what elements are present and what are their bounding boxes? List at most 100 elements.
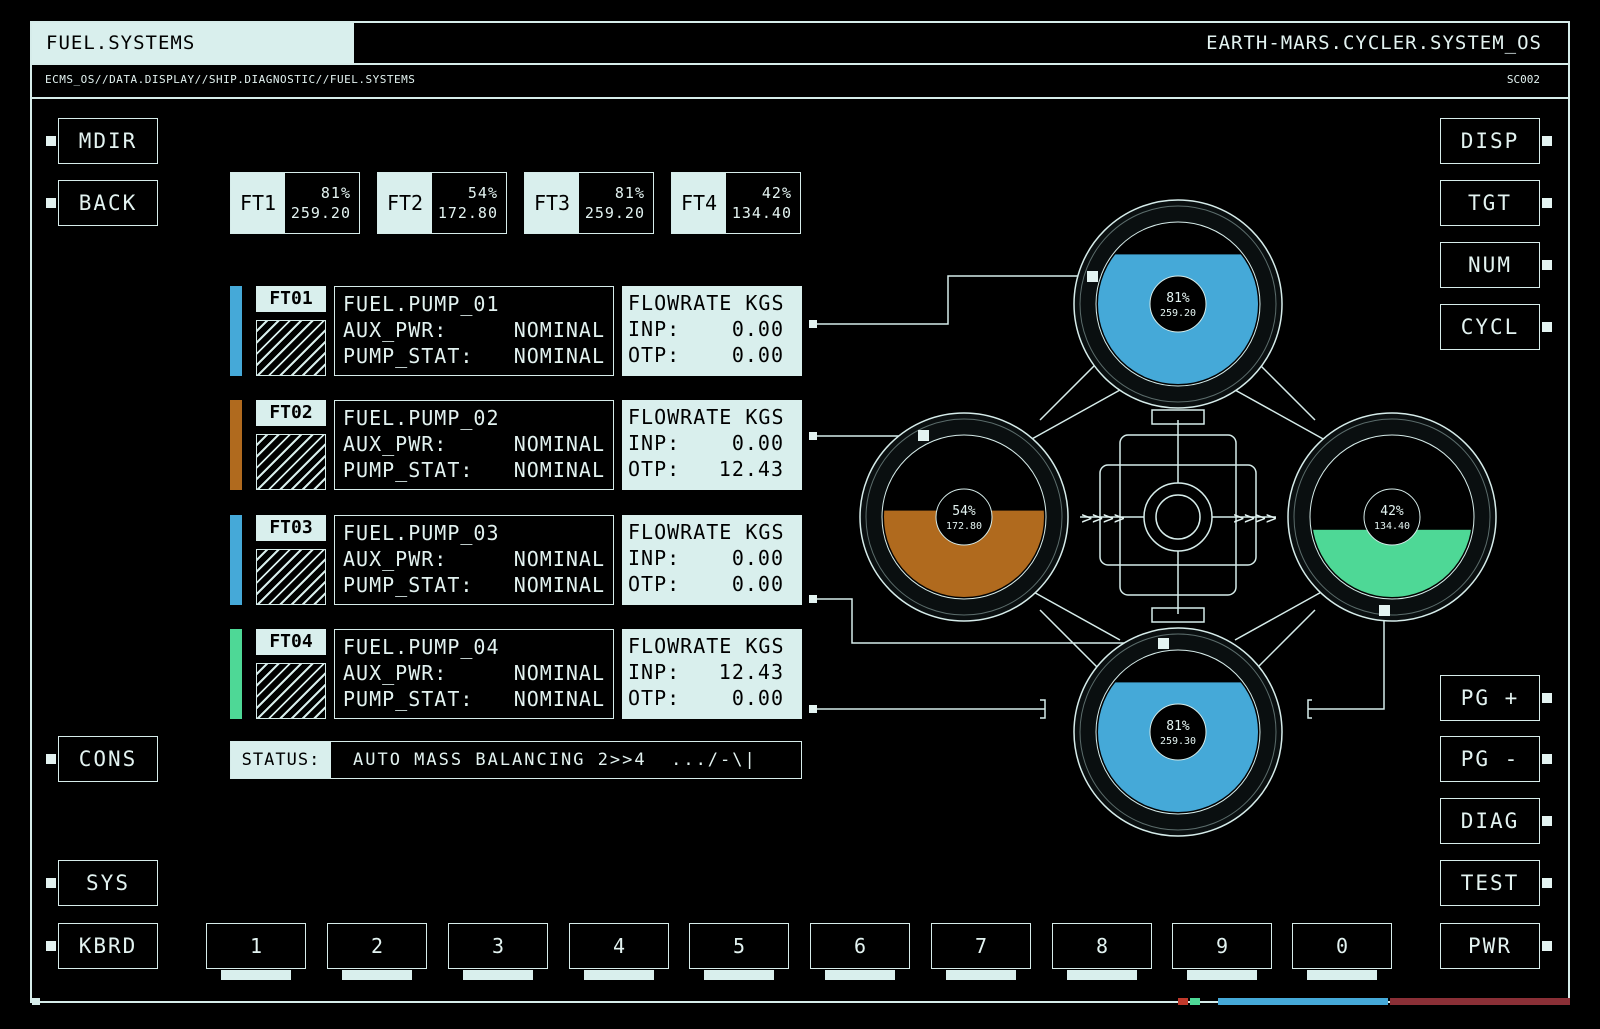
tank-percent-label: 81% — [1166, 719, 1190, 734]
flowrate-panel: FLOWRATE KGS INP:0.00 OTP:12.43 — [622, 400, 802, 490]
tank-gauge-bottom[interactable]: 81% 259.30 — [1073, 627, 1283, 837]
disp-button-label: DISP — [1460, 129, 1520, 153]
number-key-8[interactable]: 8 — [1052, 923, 1152, 980]
number-key-7[interactable]: 7 — [931, 923, 1031, 980]
tank-core — [1149, 275, 1207, 333]
button-indicator — [46, 941, 56, 951]
pump-stat-value: NOMINAL — [513, 687, 605, 711]
window-title-tab[interactable]: FUEL.SYSTEMS — [32, 23, 354, 63]
cons-button[interactable]: CONS — [46, 736, 158, 782]
pump-info-panel: FUEL.PUMP_03 AUX_PWR:NOMINAL PUMP_STAT:N… — [334, 515, 614, 605]
input-value: 0.00 — [731, 431, 784, 455]
number-key-6[interactable]: 6 — [810, 923, 910, 980]
output-value: 0.00 — [731, 343, 784, 367]
aux-pwr-label: AUX_PWR: — [343, 318, 448, 342]
number-key-9[interactable]: 9 — [1172, 923, 1272, 980]
key-tab — [825, 970, 895, 980]
strip-red — [1178, 998, 1188, 1005]
mdir-button[interactable]: MDIR — [46, 118, 158, 164]
tank-core — [935, 488, 993, 546]
aux-pwr-label: AUX_PWR: — [343, 432, 448, 456]
input-value: 0.00 — [731, 317, 784, 341]
key-label: 7 — [974, 934, 988, 958]
tank-gauge-top[interactable]: 81%259.20 — [1073, 199, 1283, 409]
button-indicator — [1542, 260, 1552, 270]
tank-gauge-left[interactable]: 54%172.80 — [859, 412, 1069, 622]
cycl-button[interactable]: CYCL — [1440, 304, 1552, 350]
number-key-2[interactable]: 2 — [327, 923, 427, 980]
number-key-3[interactable]: 3 — [448, 923, 548, 980]
pump-row-04[interactable]: FT04 FUEL.PUMP_04 AUX_PWR: NOMINAL PUMP_S… — [230, 629, 802, 719]
pump-row-01[interactable]: FT01 FUEL.PUMP_01 AUX_PWR:NOMINAL PUMP_S… — [230, 286, 802, 376]
button-indicator — [46, 878, 56, 888]
tank-mass: 259.20 — [584, 204, 645, 222]
pwr-button[interactable]: PWR — [1440, 923, 1552, 969]
tgt-button-label: TGT — [1468, 191, 1512, 215]
input-label: INP: — [628, 431, 681, 455]
status-label: STATUS: — [231, 742, 331, 778]
path-bar — [30, 65, 1570, 99]
page-up-button-label: PG + — [1460, 686, 1520, 710]
tank-gauge-right[interactable]: 42% 134.40 — [1287, 412, 1497, 622]
aux-pwr-value: NOMINAL — [513, 547, 605, 571]
pump-row-02[interactable]: FT02 FUEL.PUMP_02 AUX_PWR:NOMINAL PUMP_S… — [230, 400, 802, 490]
num-button[interactable]: NUM — [1440, 242, 1552, 288]
diag-button[interactable]: DIAG — [1440, 798, 1552, 844]
tank-mass-label: 134.40 — [1374, 521, 1410, 532]
strip-dark-red — [1390, 998, 1570, 1005]
output-label: OTP: — [628, 686, 681, 710]
output-value: 0.00 — [731, 686, 784, 710]
button-indicator — [1542, 941, 1552, 951]
flowrate-panel: FLOWRATE KGS INP:12.43 OTP:0.00 — [622, 629, 802, 719]
transfer-arrows-left: >>>> — [1081, 508, 1125, 529]
back-button[interactable]: BACK — [46, 180, 158, 226]
main-frame — [30, 21, 1570, 1003]
pump-stat-label: PUMP_STAT: — [343, 687, 474, 711]
sys-button[interactable]: SYS — [46, 860, 158, 906]
key-tab — [463, 970, 533, 980]
aux-pwr-label: AUX_PWR: — [343, 661, 448, 685]
pump-color-indicator — [230, 629, 242, 719]
pump-hatch-panel — [256, 320, 326, 376]
page-down-button[interactable]: PG - — [1440, 736, 1552, 782]
key-label: 4 — [612, 934, 626, 958]
fuel-tank-summary-ft1[interactable]: FT1 81%259.20 — [230, 172, 360, 234]
tank-percent-label: 42% — [1380, 504, 1404, 519]
tank-mass-label: 259.30 — [1160, 736, 1196, 747]
number-key-4[interactable]: 4 — [569, 923, 669, 980]
status-text: AUTO MASS BALANCING 2>>4 .../-\| — [353, 750, 757, 770]
disp-button[interactable]: DISP — [1440, 118, 1552, 164]
flowrate-title: FLOWRATE KGS — [628, 520, 785, 544]
fuel-tank-summary-ft4[interactable]: FT4 42%134.40 — [671, 172, 801, 234]
pump-tag: FT04 — [256, 629, 326, 655]
pump-info-panel: FUEL.PUMP_04 AUX_PWR:NOMINAL PUMP_STAT:N… — [334, 629, 614, 719]
breadcrumb-path: ECMS_OS//DATA.DISPLAY//SHIP.DIAGNOSTIC//… — [45, 73, 416, 86]
pump-row-03[interactable]: FT03 FUEL.PUMP_03 AUX_PWR:NOMINAL PUMP_S… — [230, 515, 802, 605]
pump-hatch-panel — [256, 434, 326, 490]
output-label: OTP: — [628, 457, 681, 481]
number-key-5[interactable]: 5 — [689, 923, 789, 980]
flowrate-title: FLOWRATE KGS — [628, 291, 785, 315]
pump-stat-label: PUMP_STAT: — [343, 458, 474, 482]
tgt-button[interactable]: TGT — [1440, 180, 1552, 226]
pump-info-panel: FUEL.PUMP_02 AUX_PWR:NOMINAL PUMP_STAT:N… — [334, 400, 614, 490]
number-key-0[interactable]: 0 — [1292, 923, 1392, 980]
key-tab — [946, 970, 1016, 980]
button-indicator — [46, 198, 56, 208]
test-button[interactable]: TEST — [1440, 860, 1552, 906]
pump-name: FUEL.PUMP_04 — [343, 635, 500, 659]
flowrate-title: FLOWRATE KGS — [628, 634, 785, 658]
button-indicator — [1542, 322, 1552, 332]
key-label: 9 — [1215, 934, 1229, 958]
fuel-tank-summary-ft3[interactable]: FT3 81%259.20 — [524, 172, 654, 234]
cycl-button-label: CYCL — [1460, 315, 1520, 339]
number-key-1[interactable]: 1 — [206, 923, 306, 980]
tank-mass: 134.40 — [731, 204, 792, 222]
page-up-button[interactable]: PG + — [1440, 675, 1552, 721]
input-value: 0.00 — [731, 546, 784, 570]
key-label: 8 — [1095, 934, 1109, 958]
pump-stat-label: PUMP_STAT: — [343, 573, 474, 597]
kbrd-button[interactable]: KBRD — [46, 923, 158, 969]
fuel-tank-summary-ft2[interactable]: FT2 54%172.80 — [377, 172, 507, 234]
